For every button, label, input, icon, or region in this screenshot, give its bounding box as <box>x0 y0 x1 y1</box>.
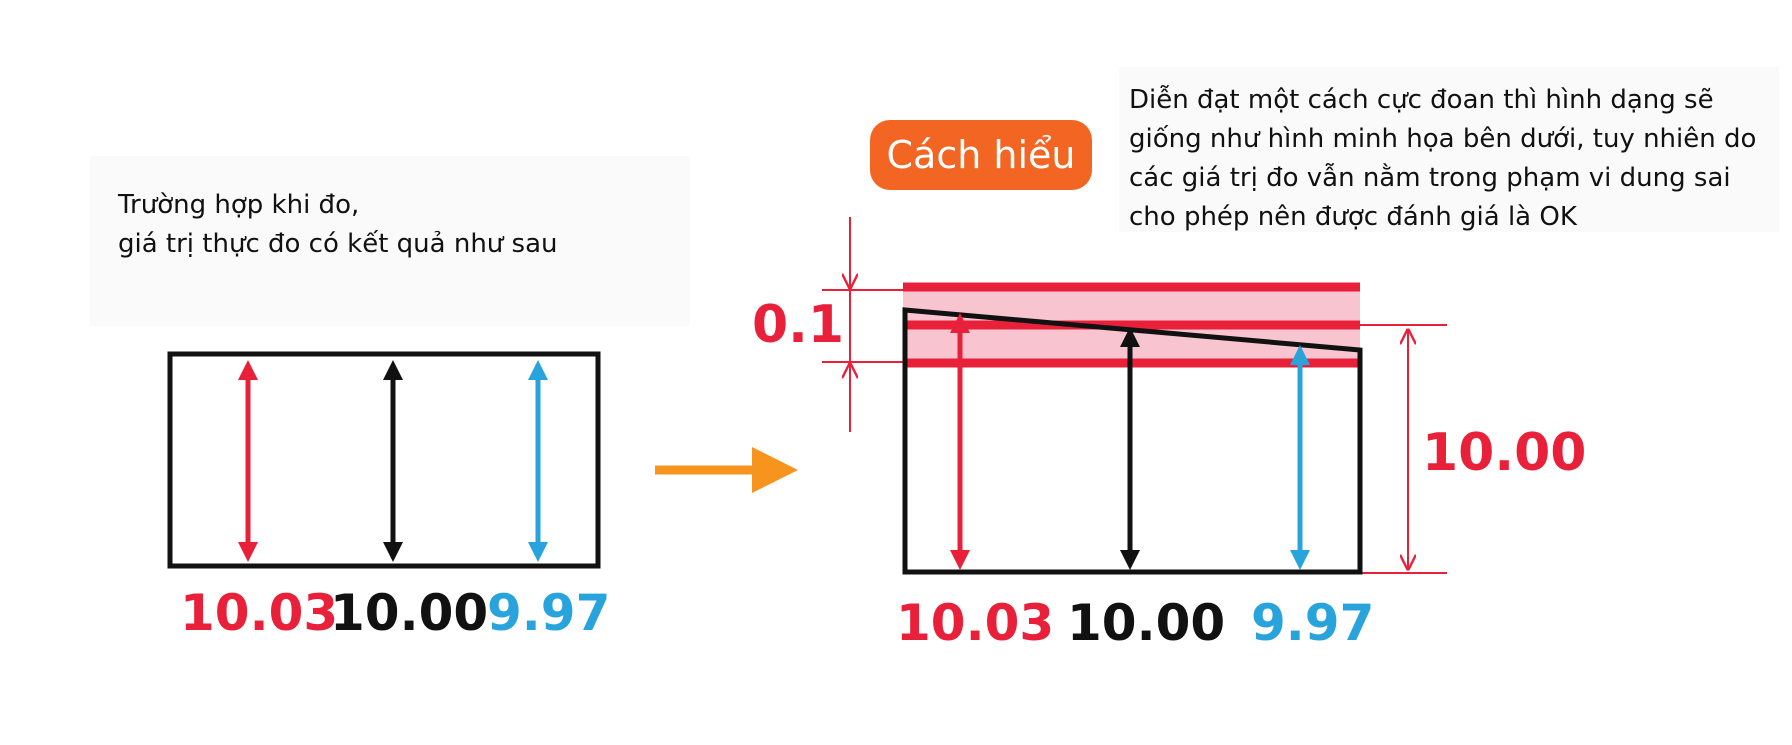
right-value-blue: 9.97 <box>1251 594 1374 652</box>
left-note-line1: Trường hợp khi đo, <box>118 190 360 220</box>
right-value-black: 10.00 <box>1067 594 1225 652</box>
interpretation-badge: Cách hiểu <box>870 120 1092 190</box>
left-value-red: 10.03 <box>180 584 338 642</box>
left-value-black: 10.00 <box>330 584 488 642</box>
transition-arrow <box>655 447 798 493</box>
left-part-rect <box>167 351 601 569</box>
left-note: Trường hợp khi đo, giá trị thực đo có kế… <box>90 156 690 326</box>
right-part-outline <box>902 307 1363 575</box>
tolerance-label: 0.1 <box>752 295 844 355</box>
right-note: Diễn đạt một cách cực đoan thì hình dạng… <box>1119 67 1779 232</box>
left-note-line2: giá trị thực đo có kết quả như sau <box>118 229 558 259</box>
nominal-label: 10.00 <box>1422 423 1586 483</box>
right-note-text: Diễn đạt một cách cực đoan thì hình dạng… <box>1129 85 1757 232</box>
right-value-red: 10.03 <box>896 594 1054 652</box>
left-value-blue: 9.97 <box>487 584 610 642</box>
